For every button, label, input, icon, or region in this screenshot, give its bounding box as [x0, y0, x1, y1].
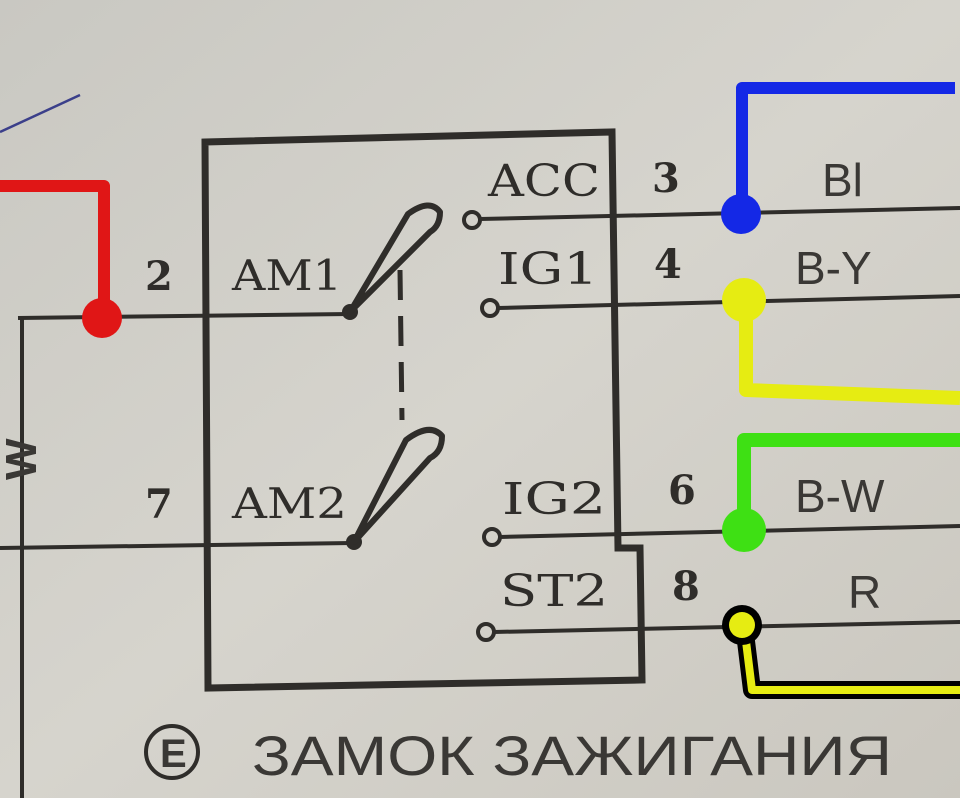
- pin-acc: 3: [652, 155, 680, 202]
- label-st2: ST2: [500, 566, 608, 617]
- label-am2: AM2: [231, 479, 347, 528]
- am1-blade: [347, 202, 443, 315]
- pin-am2: 7: [145, 481, 173, 528]
- caption-letter: E: [160, 732, 187, 776]
- side-wire-label: W: [0, 438, 46, 480]
- marker-st2-line: [740, 624, 960, 694]
- wire-label-acc: Bl: [822, 154, 863, 206]
- contact-acc: [462, 210, 482, 230]
- pin-ig1: 4: [654, 241, 682, 288]
- marker-st2-dot: [729, 612, 755, 638]
- pin-st2: 8: [672, 563, 700, 610]
- marker-am1-line: [0, 180, 110, 318]
- am2-blade: [351, 427, 445, 545]
- marker-am1-dot: [82, 298, 122, 338]
- wire-am2: [0, 541, 353, 550]
- marker-acc-line: [736, 82, 955, 214]
- caption-text: ЗАМОК ЗАЖИГАНИЯ: [252, 724, 892, 787]
- label-ig1: IG1: [498, 244, 598, 295]
- pin-ig2: 6: [668, 467, 696, 514]
- marker-acc-dot: [721, 194, 761, 234]
- marker-ig1-line: [739, 300, 960, 405]
- label-acc: ACC: [487, 156, 600, 207]
- label-am1: AM1: [231, 251, 342, 300]
- pen-mark: [0, 93, 81, 134]
- wire-am1: [17, 312, 351, 320]
- label-ig2: IG2: [502, 474, 606, 525]
- switch-body: [201, 128, 646, 692]
- wire-label-st2: R: [848, 566, 881, 618]
- pin-am1: 2: [145, 253, 173, 300]
- wire-label-ig1: B-Y: [795, 242, 872, 294]
- caption-letter-circle: [144, 724, 200, 780]
- marker-ig2-line: [737, 433, 960, 530]
- wire-label-ig2: B-W: [795, 470, 885, 522]
- marker-ig2-dot: [722, 508, 766, 552]
- mechanical-link: [397, 269, 405, 421]
- marker-ig1-dot: [722, 278, 766, 322]
- wire-acc: [479, 206, 960, 221]
